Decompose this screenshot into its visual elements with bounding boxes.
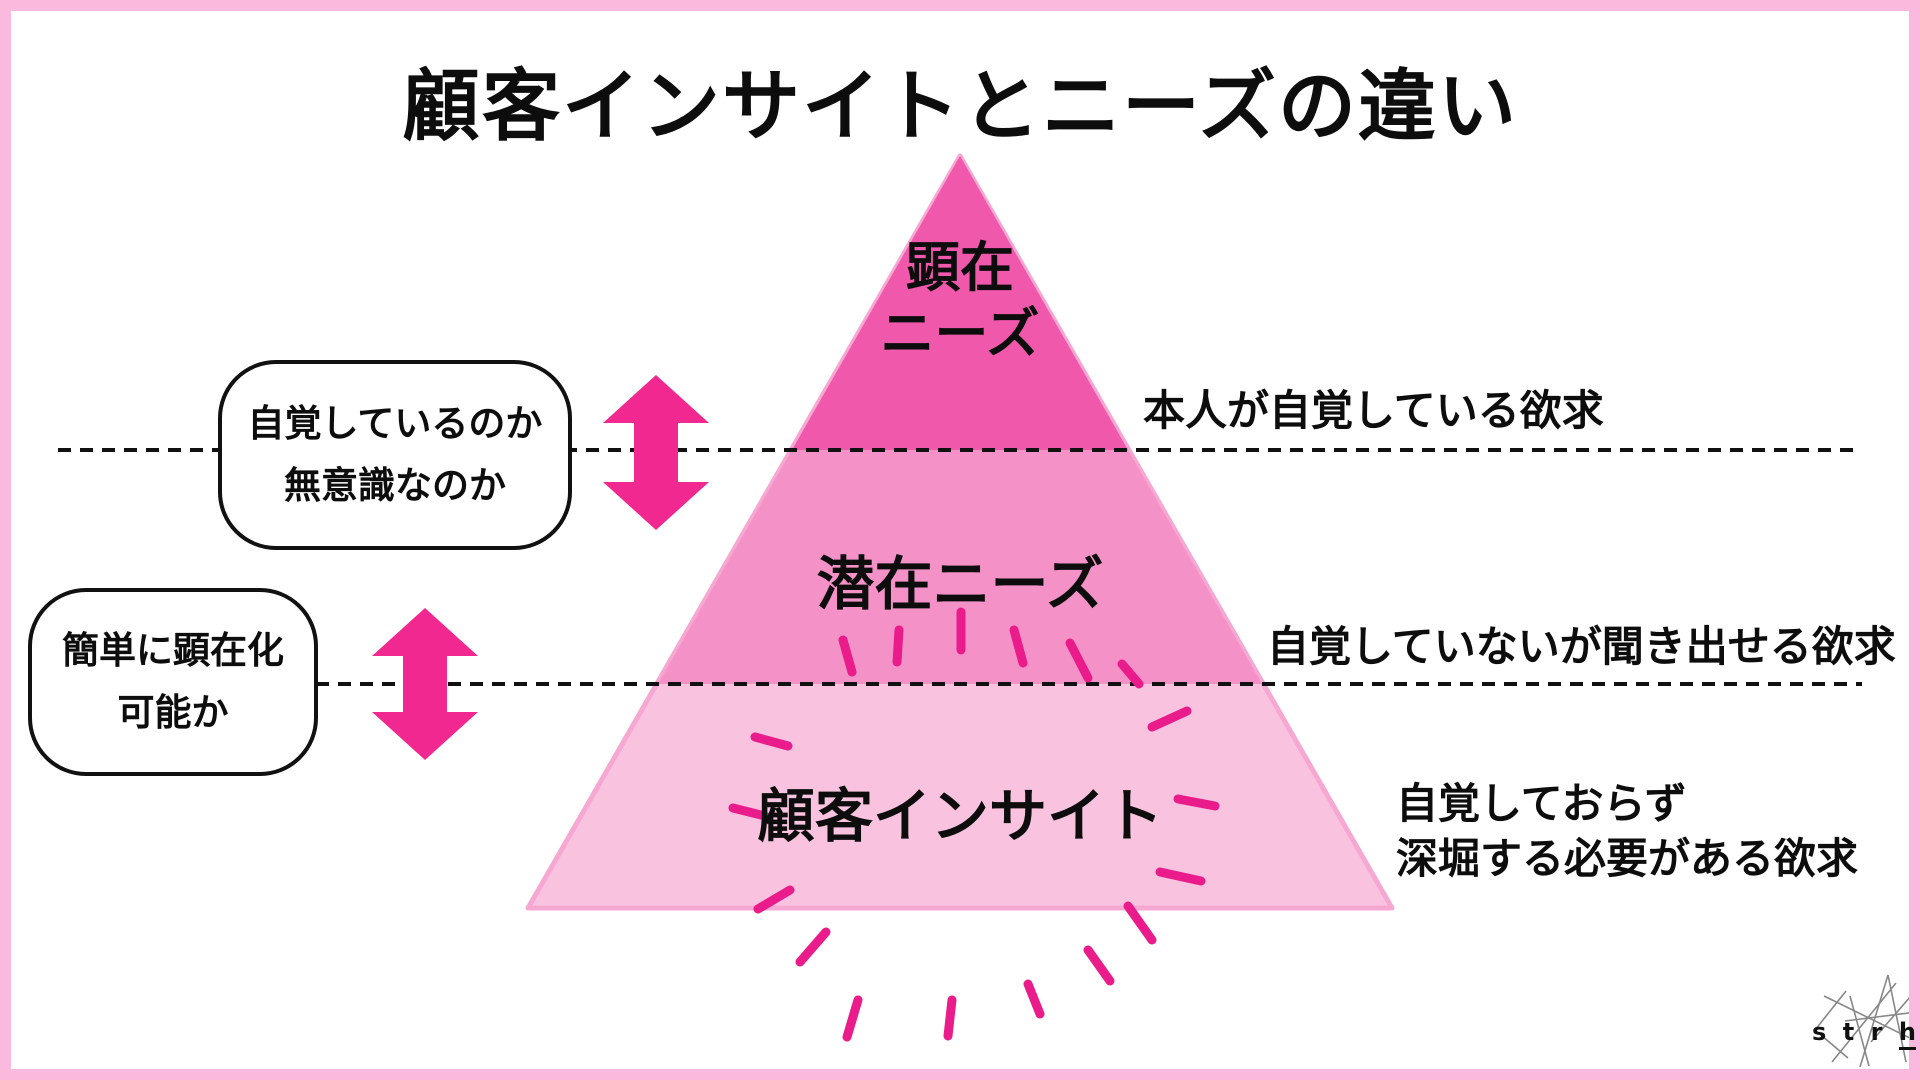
pyramid-level-explicit-needs	[792, 156, 1128, 450]
label-customer-insight: 顧客インサイト	[756, 782, 1164, 850]
note-customer-insight: 自覚しておらず 深堀する必要がある欲求	[1396, 776, 1858, 886]
logo-scribble-icon	[1814, 974, 1917, 1068]
logo-letter-t: t	[1842, 1018, 1855, 1046]
label-explicit-needs-line1: 顕在	[906, 236, 1014, 299]
note-customer-insight-line2: 深堀する必要がある欲求	[1396, 834, 1859, 883]
bubble-actualize-shape	[28, 588, 318, 776]
double-arrow-icon-bottom	[372, 608, 478, 760]
label-explicit-needs: 顕在 ニーズ	[880, 235, 1039, 367]
brand-logo: s t r h	[1812, 1018, 1916, 1050]
bubble-actualize: 簡単に顕在化 可能か	[30, 590, 316, 774]
bubble-awareness: 自覚しているのか 無意識なのか	[220, 362, 570, 548]
note-latent-needs: 自覚していないが聞き出せる欲求	[1267, 622, 1896, 671]
emphasis-rays	[728, 607, 1220, 1042]
logo-letter-r: r	[1870, 1018, 1883, 1046]
bubble-actualize-line2: 可能か	[117, 691, 229, 734]
page-title: 顧客インサイトとニーズの違い	[401, 62, 1519, 152]
note-customer-insight-line1: 自覚しておらず	[1396, 779, 1687, 828]
bubble-awareness-line2: 無意識なのか	[284, 464, 506, 507]
label-latent-needs: 潜在ニーズ	[816, 550, 1104, 618]
note-explicit-needs: 本人が自覚している欲求	[1143, 386, 1604, 435]
double-arrow-icon-top	[603, 375, 709, 530]
bubble-awareness-line1: 自覚しているのか	[247, 402, 543, 445]
label-explicit-needs-line2: ニーズ	[880, 302, 1040, 365]
logo-letter-s: s	[1812, 1018, 1827, 1046]
bubble-awareness-shape	[218, 360, 572, 550]
bubble-actualize-line1: 簡単に顕在化	[62, 629, 284, 672]
logo-letter-h: h	[1898, 1018, 1916, 1050]
